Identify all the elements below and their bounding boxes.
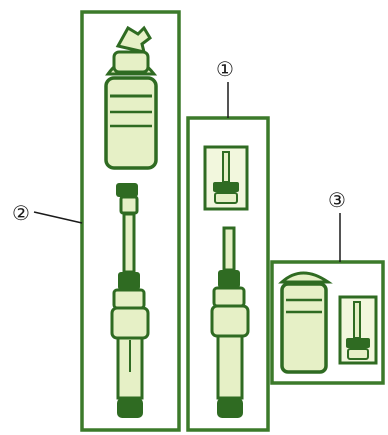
rod1-joint-icon [218,270,240,288]
panel-2 [82,12,179,430]
callout-label-3: ③ [328,188,346,212]
flask-body-icon [106,78,156,168]
flask-cap-icon [118,28,150,52]
jar-body-icon [282,284,326,372]
rod1-segment-icon [214,288,244,306]
rod-joint-icon [118,272,140,290]
panel-3 [272,262,383,383]
fitting-collar-icon [121,197,137,213]
callout-2: ② [12,201,82,225]
callout-1: ① [216,57,234,118]
callout-3: ③ [328,188,346,262]
fitting-cap-icon [116,183,138,197]
callout-label-2: ② [12,201,30,225]
rod-segment-icon [114,290,144,308]
rod1-foot-icon [217,398,243,418]
rod1-body-icon [212,306,248,336]
panel-1 [188,118,268,430]
flask-neck-icon [114,52,148,72]
callout-label-1: ① [216,57,234,81]
rod-upper-icon [124,214,134,272]
rod1-lower-icon [218,336,242,398]
rod-foot-icon [117,398,143,418]
rod1-upper-icon [224,228,234,270]
rod-body-icon [112,308,148,338]
jar-lid-icon [282,273,328,282]
